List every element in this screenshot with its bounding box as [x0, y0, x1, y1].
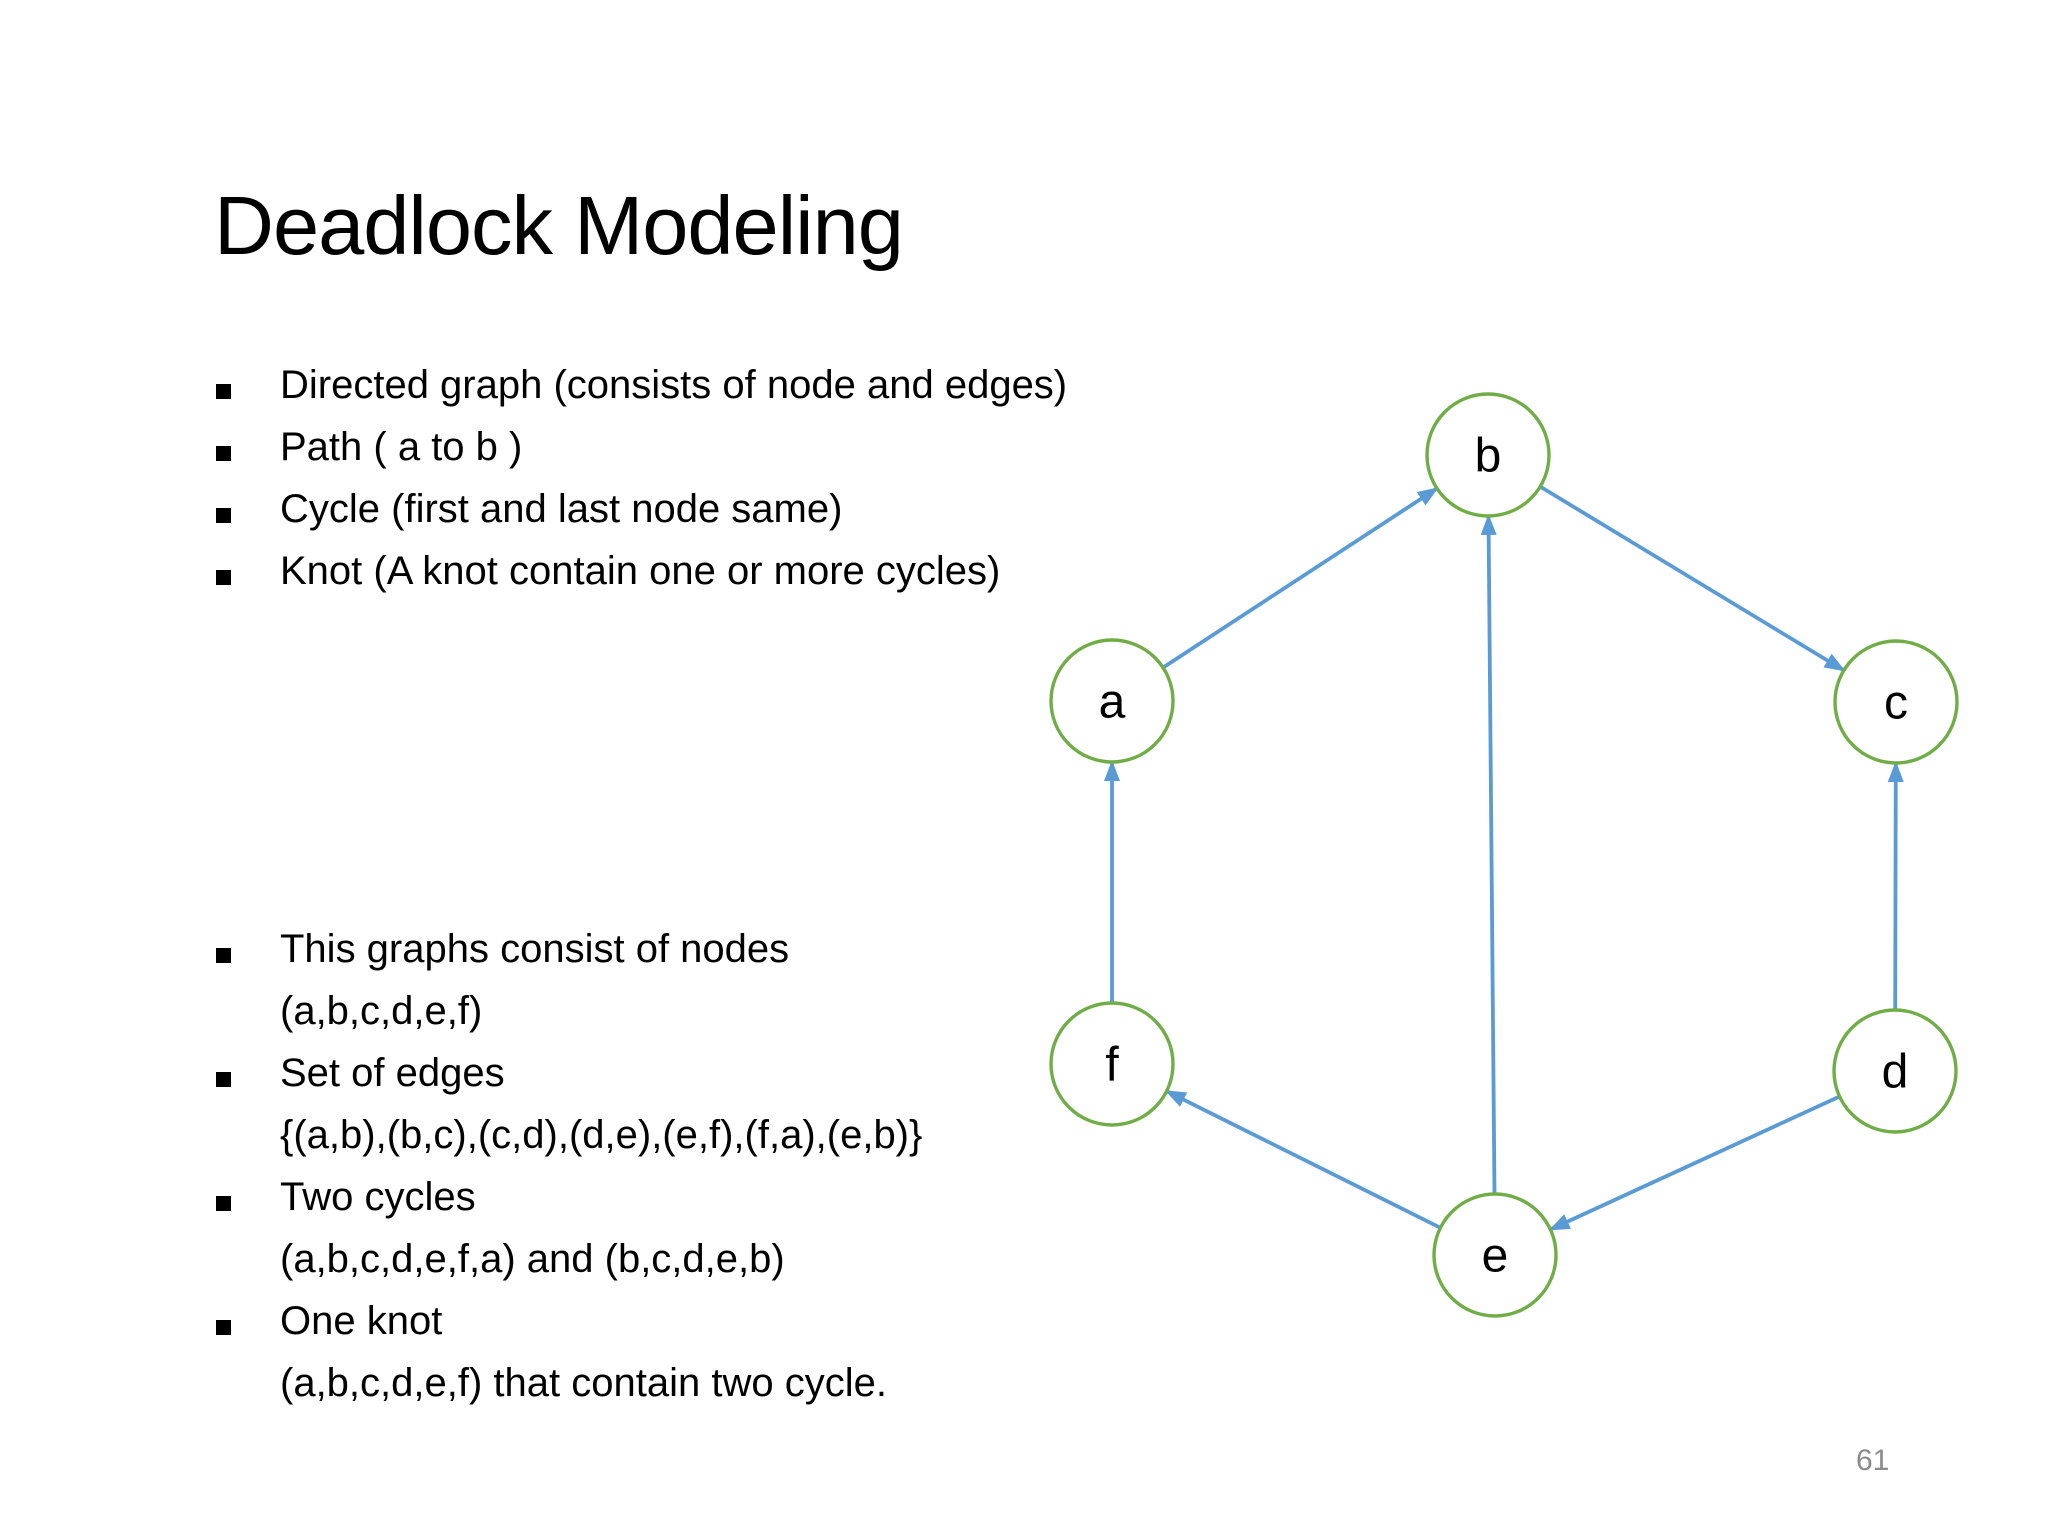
bullet-square-icon	[216, 1320, 231, 1335]
graph-node-label-d: d	[1882, 1046, 1909, 1099]
graph-node-label-f: f	[1105, 1039, 1119, 1092]
bullet-line: Path ( a to b )	[215, 416, 1067, 478]
bullet-line: (a,b,c,d,e,f)	[215, 980, 922, 1042]
bullet-line: (a,b,c,d,e,f) that contain two cycle.	[215, 1352, 922, 1414]
graph-node-label-a: a	[1099, 676, 1126, 729]
bullet-line: Knot (A knot contain one or more cycles)	[215, 540, 1067, 602]
bullet-text: (a,b,c,d,e,f)	[280, 989, 483, 1033]
bullet-text: Knot (A knot contain one or more cycles)	[280, 549, 1001, 593]
bullet-line: {(a,b),(b,c),(c,d),(d,e),(e,f),(f,a),(e,…	[215, 1104, 922, 1166]
bullet-line: Cycle (first and last node same)	[215, 478, 1067, 540]
bullet-square-icon	[216, 1072, 231, 1087]
graph-edge-d-e	[1548, 1094, 1841, 1232]
graph-node-f	[1049, 1001, 1175, 1127]
bullet-square-icon	[216, 1196, 231, 1211]
graph-node-label-c: c	[1884, 677, 1908, 730]
bullet-line: Two cycles	[215, 1166, 922, 1228]
bullet-line: One knot	[215, 1290, 922, 1352]
bullet-text: {(a,b),(b,c),(c,d),(d,e),(e,f),(f,a),(e,…	[280, 1113, 923, 1157]
graph-edge-b-c	[1539, 484, 1846, 673]
bullet-text: Two cycles	[280, 1175, 476, 1219]
bullet-line: Set of edges	[215, 1042, 922, 1104]
graph-node-label-b: b	[1475, 430, 1502, 483]
graph-node-d	[1832, 1008, 1958, 1134]
graph-node-e	[1432, 1192, 1558, 1318]
bullet-list-bottom: This graphs consist of nodes (a,b,c,d,e,f…	[215, 918, 922, 1414]
bullet-text: (a,b,c,d,e,f,a) and (b,c,d,e,b)	[280, 1237, 785, 1281]
graph-node-c	[1833, 639, 1959, 765]
bullet-square-icon	[216, 570, 231, 585]
bullet-text: Cycle (first and last node same)	[280, 487, 843, 531]
bullet-text: Set of edges	[280, 1051, 505, 1095]
bullet-square-icon	[216, 446, 231, 461]
graph-edge-d-c	[1887, 761, 1904, 1011]
graph-edge-e-f	[1164, 1089, 1442, 1230]
bullet-text: One knot	[280, 1299, 443, 1343]
bullet-text: (a,b,c,d,e,f) that contain two cycle.	[280, 1361, 887, 1405]
bullet-text: Path ( a to b )	[280, 425, 523, 469]
bullet-square-icon	[216, 508, 231, 523]
bullet-line: Directed graph (consists of node and edg…	[215, 354, 1067, 416]
bullet-text: This graphs consist of nodes	[280, 927, 790, 971]
graph-node-b	[1425, 392, 1551, 518]
bullet-text: Directed graph (consists of node and edg…	[280, 363, 1068, 407]
page-number: 61	[1856, 1444, 1890, 1477]
bullet-square-icon	[216, 948, 231, 963]
graph-edge-a-b	[1161, 486, 1439, 670]
graph-node-label-e: e	[1482, 1230, 1509, 1283]
bullet-line: (a,b,c,d,e,f,a) and (b,c,d,e,b)	[215, 1228, 922, 1290]
graph-edge-e-b	[1480, 514, 1497, 1195]
graph-node-a	[1049, 638, 1175, 764]
bullet-square-icon	[216, 384, 231, 399]
bullet-line: This graphs consist of nodes	[215, 918, 922, 980]
bullet-list-top: Directed graph (consists of node and edg…	[215, 354, 1067, 602]
slide-title: Deadlock Modeling	[214, 179, 904, 272]
